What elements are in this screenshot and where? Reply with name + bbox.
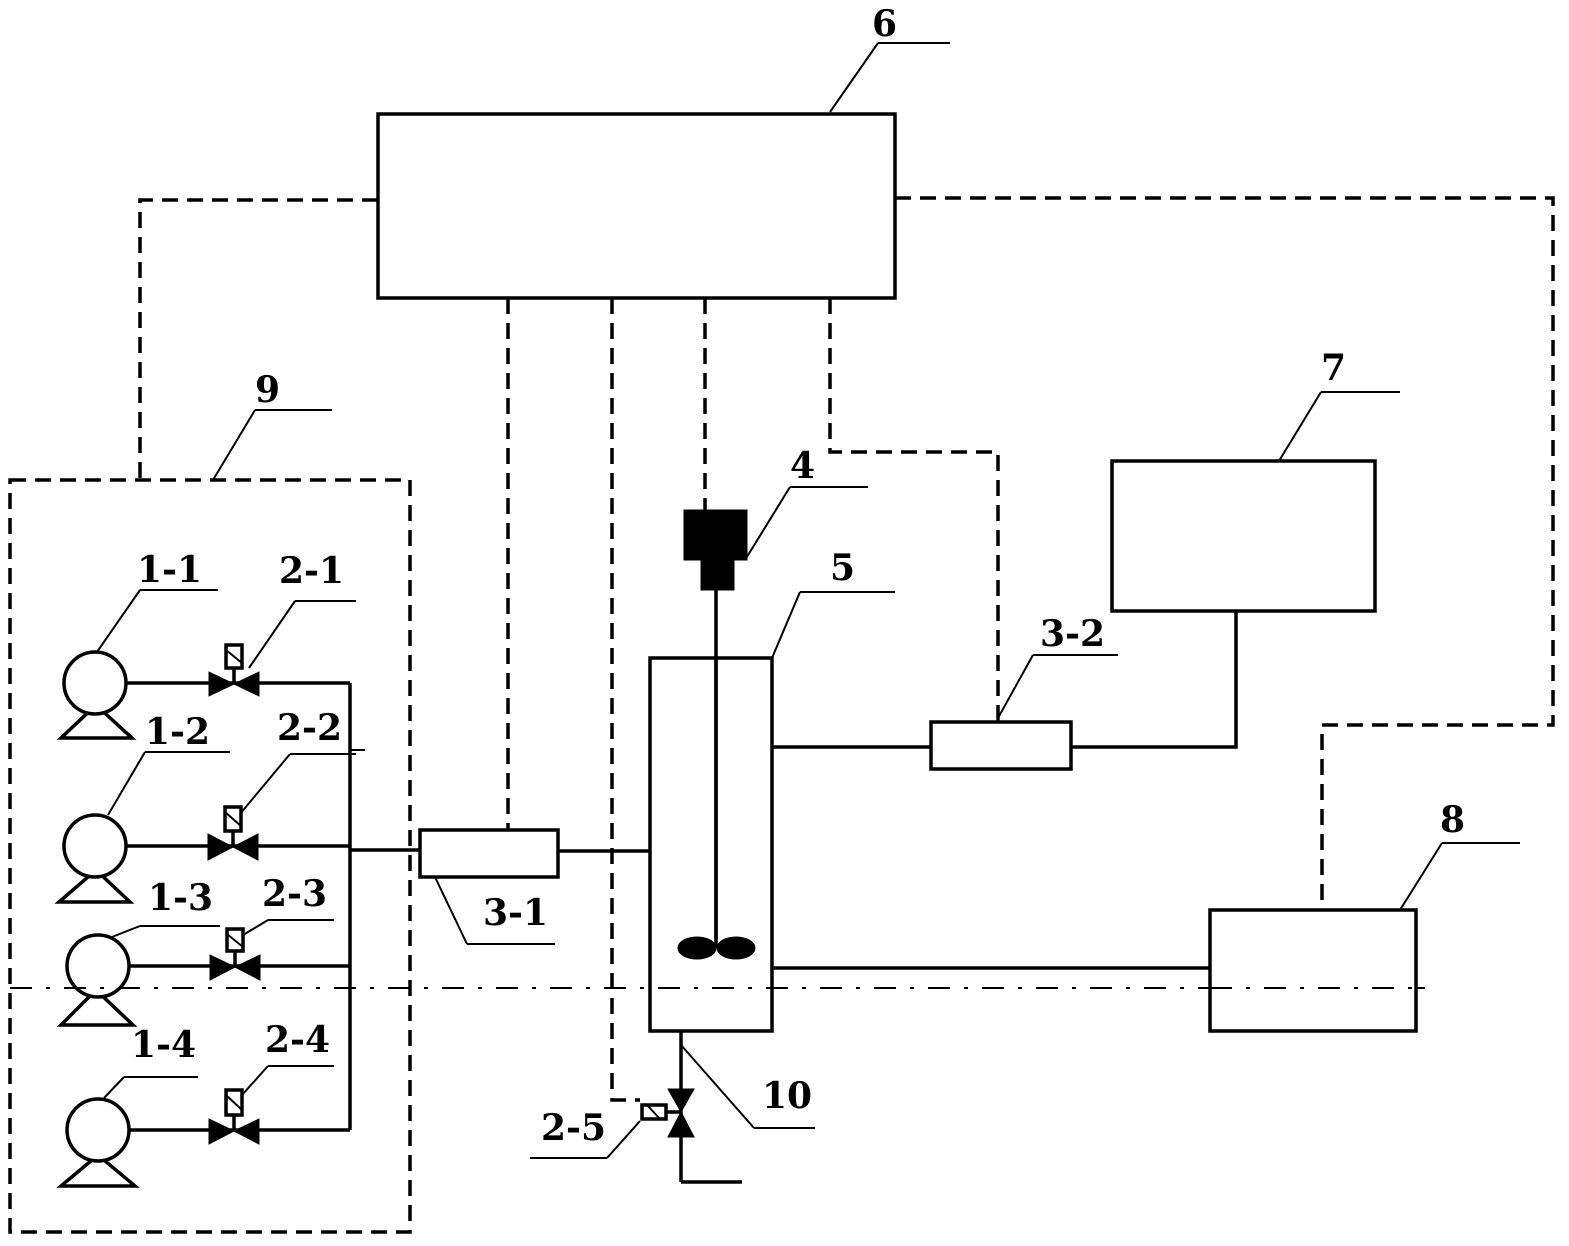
control-line-flowmeter-2: [828, 298, 1000, 722]
valve-4-leader: [241, 1065, 269, 1096]
controller-box: [376, 112, 897, 300]
solenoid-valve-icon: [207, 805, 259, 861]
flowmeter-2-label: 3-2: [1040, 613, 1105, 655]
pump-1-leader: [96, 589, 141, 653]
pump-3-label: 1-3: [148, 877, 213, 919]
pump-icon: [56, 933, 138, 1027]
valve-1-leader: [248, 600, 296, 669]
pump-group-label: 9: [255, 369, 280, 411]
reactor-label: 5: [830, 547, 855, 589]
reactor-leader: [771, 591, 801, 659]
flowmeter-1-label: 3-1: [483, 892, 548, 934]
controller-label: 6: [872, 3, 897, 45]
pump-icon: [56, 650, 137, 740]
unit-8-label: 8: [1440, 799, 1465, 841]
valve-1-label: 2-1: [279, 550, 344, 592]
unit-7-label: 7: [1321, 347, 1346, 389]
unit-7-box: [1110, 459, 1377, 613]
motor-label: 4: [790, 445, 815, 487]
controller-leader: [829, 42, 879, 113]
pump-2-label: 1-2: [145, 711, 210, 753]
pump-1-label: 1-1: [137, 549, 202, 591]
solenoid-valve-icon: [209, 927, 261, 981]
flowmeter-2: [929, 720, 1073, 771]
pump-group-leader: [212, 409, 256, 481]
control-line-unit-8: [895, 196, 1555, 910]
pipe-flowmeter-2-to-unit-7: [1071, 611, 1238, 749]
reactor-vessel: [648, 656, 774, 1033]
solenoid-valve-icon: [208, 643, 260, 697]
valve-2-leader: [239, 753, 291, 815]
valve-2-label: 2-2: [277, 707, 342, 749]
unit-8-box: [1208, 908, 1418, 1033]
pump-4-label: 1-4: [131, 1024, 196, 1066]
pump-3-leader: [111, 925, 141, 938]
control-line-pump-group: [138, 198, 378, 480]
motor-leader: [744, 486, 791, 561]
pump-icon: [54, 813, 135, 904]
valve-3-label: 2-3: [262, 873, 327, 915]
motor-icon: [683, 509, 748, 591]
drain-pipe-label: 10: [762, 1075, 812, 1117]
unit-8-leader: [1399, 842, 1443, 911]
pump-4-leader: [103, 1076, 125, 1099]
unit-7-leader: [1278, 391, 1322, 462]
valve-3-leader: [242, 919, 269, 936]
stirrer-impeller-icon: [677, 936, 756, 960]
drain-pipe-leader: [680, 1044, 755, 1129]
flowmeter-2-leader: [997, 654, 1034, 719]
valve-5-leader: [606, 1120, 641, 1159]
pump-icon: [56, 1097, 140, 1188]
valve-4-label: 2-4: [265, 1019, 330, 1061]
pump-2-leader: [107, 751, 146, 816]
solenoid-valve-icon: [208, 1088, 260, 1145]
flowmeter-1: [418, 828, 560, 879]
valve-5-label: 2-5: [541, 1107, 606, 1149]
pump-group-enclosure: [8, 478, 412, 1234]
control-line-drain-valve: [610, 298, 640, 1102]
flowmeter-1-leader: [434, 876, 468, 945]
solenoid-valve-icon: [640, 1088, 695, 1138]
